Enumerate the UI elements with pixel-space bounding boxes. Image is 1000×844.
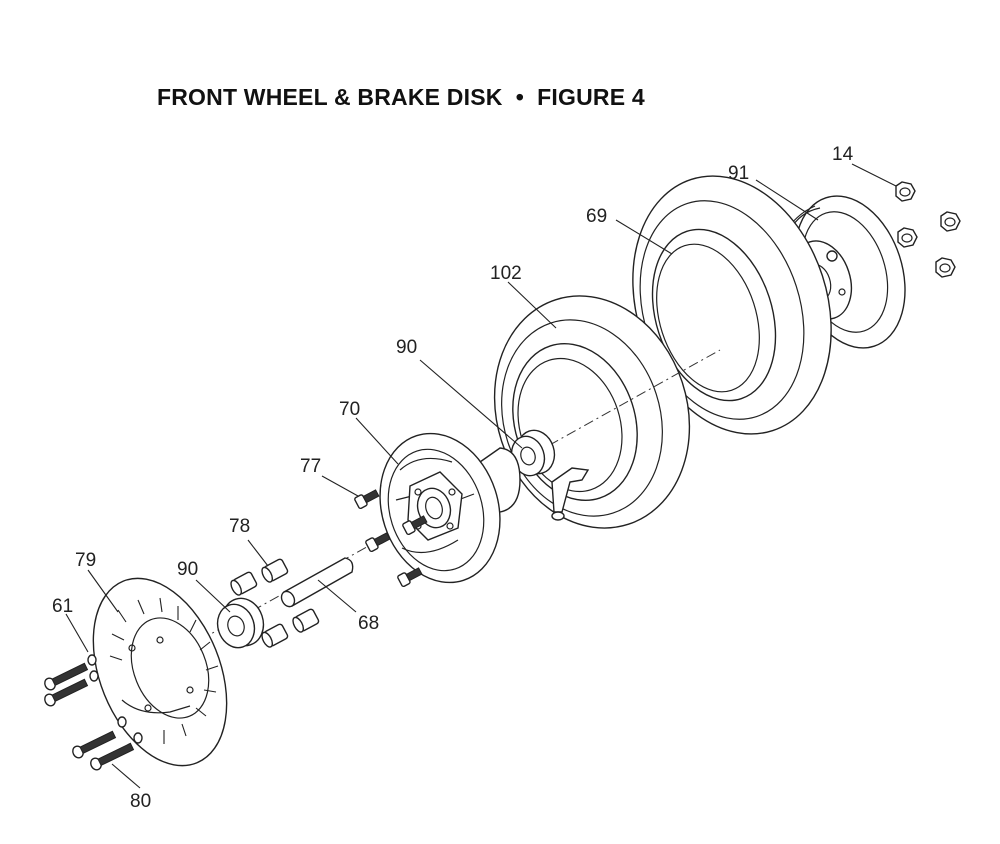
part-90-lower-bearing: [216, 597, 265, 649]
callout-61: 61: [52, 596, 73, 617]
callout-labels: 14 91 69 102 90 70 77 78 90 68 79 61 80: [52, 144, 854, 812]
part-70-inner-wheel-half: [379, 432, 521, 584]
callout-14: 14: [832, 144, 854, 165]
callout-91: 91: [728, 163, 749, 184]
callout-77: 77: [300, 456, 321, 477]
callout-69: 69: [586, 206, 607, 227]
callout-79: 79: [75, 550, 96, 571]
callout-68: 68: [358, 613, 379, 634]
leader-lines: [65, 163, 897, 789]
callout-70: 70: [339, 399, 360, 420]
part-14-lug-nuts: [895, 181, 961, 278]
callout-102: 102: [490, 263, 522, 284]
part-78-spacers: [230, 558, 320, 648]
part-68-axle-sleeve: [280, 557, 354, 608]
callout-78: 78: [229, 516, 250, 537]
callout-90-upper: 90: [396, 337, 417, 358]
callout-80: 80: [130, 791, 151, 812]
part-79-brake-disk: [92, 577, 228, 767]
part-80-bolts: [44, 662, 135, 771]
callout-90-lower: 90: [177, 559, 198, 580]
part-61-washers: [87, 654, 143, 744]
part-77-screws: [354, 489, 428, 588]
figure-title: FRONT WHEEL & BRAKE DISK • FIGURE 4: [157, 84, 645, 110]
part-90-upper-bearing: [510, 429, 556, 477]
part-69-outer-tire: [632, 175, 832, 435]
